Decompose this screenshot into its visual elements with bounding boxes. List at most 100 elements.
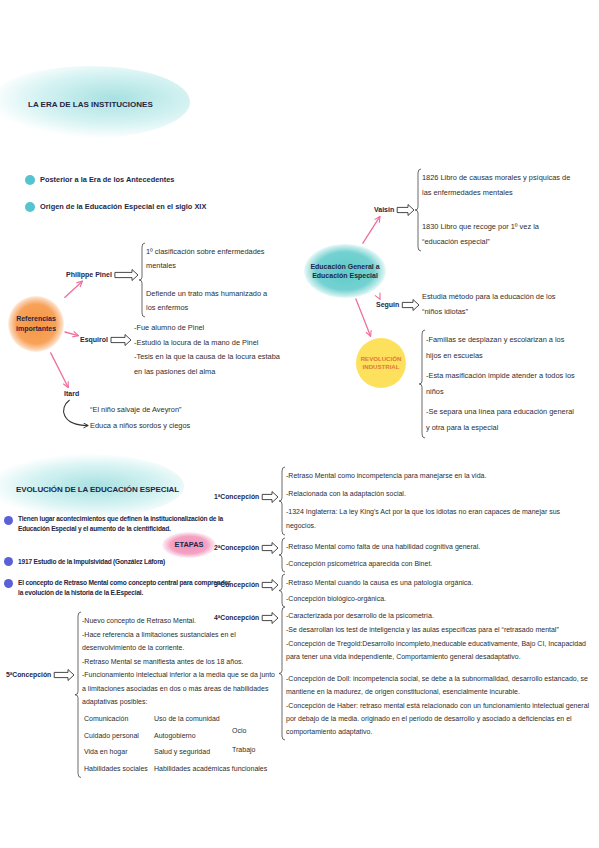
name-node: Seguin — [376, 300, 399, 310]
node-text: -Familias se desplazan y escolarizan a l… — [426, 332, 576, 364]
text-block: -Retraso Mental como incompetencia para … — [286, 469, 568, 533]
node-text: Esquirol — [80, 335, 108, 345]
bullet-text: El concepto de Retraso Mental como conce… — [18, 578, 232, 598]
node-text: -Se separa una línea para educación gene… — [426, 404, 576, 436]
bullet-text: Posterior a la Era de los Antecedentes — [40, 175, 174, 185]
bracket — [415, 169, 421, 251]
bracket — [75, 612, 81, 778]
blob-node: Educación General a Educación Especial — [304, 244, 386, 298]
bracket — [279, 607, 285, 740]
node-text: -1324 Inglaterra: La ley King's Act por … — [286, 505, 568, 533]
node-text: -Retraso Mental cuando la causa es una p… — [286, 576, 586, 590]
bullet-dot — [4, 516, 13, 525]
block-arrow — [262, 543, 278, 554]
bullet-text: Tienen lugar acontecimientos que definen… — [18, 514, 232, 534]
node-text: Vida en hogar — [84, 745, 127, 759]
node-text: -Fue alumno de Pinel — [134, 321, 284, 336]
node-text: -Esta masificación impide atender a todo… — [426, 368, 576, 400]
node-text: Referencias importantes — [12, 314, 60, 334]
text-block: Estudia método para la educación de los … — [422, 290, 562, 319]
text-block: -Retraso Mental cuando la causa es una p… — [286, 576, 586, 605]
node-text: Cuidado personal — [84, 729, 139, 743]
node-text: Ocio — [232, 724, 246, 738]
node-text: -Retraso Mental se manifiesta antes de l… — [82, 655, 278, 669]
block-arrow — [262, 492, 278, 503]
node-text: Estudia método para la educación de los … — [422, 290, 562, 319]
bullet-text: 1917 Estudio de la Impulsividad (Gonzále… — [18, 557, 165, 567]
node-text: -Funcionamiento intelectual inferior a l… — [82, 668, 278, 709]
node-text: -Retraso Mental como falta de una habili… — [286, 540, 586, 554]
node-text: Trabajo — [232, 743, 255, 757]
node-text: 1830 Libro que recoge por 1º vez la “edu… — [422, 220, 574, 249]
block-arrow — [111, 335, 131, 346]
name-node: Vaisin — [374, 205, 394, 215]
bracket — [279, 538, 285, 572]
node-text: -Nuevo concepto de Retraso Mental. — [82, 614, 278, 628]
node-text: -Estudió la locura de la mano de Pinel — [134, 336, 284, 351]
node-text: -Relacionada con la adaptación social. — [286, 487, 568, 501]
bracket — [419, 330, 425, 438]
text-block: “El niño salvaje de Aveyron”Educa a niño… — [90, 403, 220, 433]
bracket — [139, 243, 145, 317]
text-block: -Nuevo concepto de Retraso Mental.-Hace … — [82, 614, 278, 776]
section-heading: EVOLUCIÓN DE LA EDUCACIÓN ESPECIAL — [16, 484, 179, 495]
name-node: 3ªConcepción — [214, 580, 259, 590]
circle-node: REVOLUCIÓN INDUSTRIAL — [356, 338, 406, 388]
node-text: Itard — [64, 389, 79, 399]
node-text: 5ªConcepción — [6, 670, 51, 680]
block-arrow — [115, 270, 138, 281]
node-text: ETAPAS — [175, 540, 204, 550]
node-text: -Concepción biológico-orgánica. — [286, 592, 586, 606]
block-arrow — [54, 670, 74, 681]
diagram-title: LA ERA DE LAS INSTITUCIONES — [28, 100, 153, 109]
blob-node: ETAPAS — [162, 532, 216, 558]
skills-grid: ComunicaciónUso de la comunidadOcioCuida… — [82, 712, 278, 776]
text-block: 1º clasificación sobre enfermedades ment… — [146, 245, 276, 315]
node-text: 1826 Libro de causas morales y psíquicas… — [422, 171, 574, 200]
node-text: 1ªConcepción — [214, 492, 259, 502]
bullet-dot — [4, 557, 13, 566]
curved-arrow — [64, 400, 88, 426]
name-node: Philippe Pinel — [66, 270, 112, 280]
pink-arrow — [356, 299, 371, 336]
node-text: Salud y seguridad — [154, 745, 210, 759]
node-text: -Retraso Mental como incompetencia para … — [286, 469, 568, 483]
text-block: -Familias se desplazan y escolarizan a l… — [426, 332, 576, 436]
node-text: -Concepción de Doll: incompetencia socia… — [286, 672, 594, 698]
node-text: REVOLUCIÓN INDUSTRIAL — [359, 355, 403, 372]
pink-arrow — [379, 298, 380, 299]
node-text: -Tesis en la que la causa de la locura e… — [134, 350, 284, 379]
node-text: Vaisin — [374, 205, 394, 215]
node-text: -Concepción de Tregold:Desarrollo incomp… — [286, 637, 594, 663]
block-arrow — [402, 300, 419, 311]
node-text: Autogobierno — [154, 729, 196, 743]
name-node: 4ªConcepción — [214, 613, 259, 623]
text-block: 1826 Libro de causas morales y psíquicas… — [422, 171, 574, 249]
pink-arrow — [363, 217, 380, 244]
node-text: -Caracterizada por desarrollo de la psic… — [286, 609, 594, 622]
bracket — [279, 574, 285, 607]
node-text: -Concepción de Haber: retraso mental est… — [286, 699, 594, 738]
node-text: Defiende un trato más humanizado a los e… — [146, 287, 276, 315]
bullet-dot — [4, 579, 13, 588]
name-node: Esquirol — [80, 335, 108, 345]
node-text: -Concepción psicométrica aparecida con B… — [286, 557, 586, 571]
block-arrow — [262, 613, 278, 624]
node-text: Educación General a Educación Especial — [308, 262, 382, 281]
node-text: -Hace referencia a limitaciones sustanci… — [82, 628, 278, 655]
node-text: 2ªConcepción — [214, 543, 259, 553]
node-text: 4ªConcepción — [214, 613, 259, 623]
blob-node: Referencias importantes — [8, 296, 64, 352]
node-text: 3ªConcepción — [214, 580, 259, 590]
node-text: Comunicación — [84, 712, 128, 726]
block-arrow — [397, 205, 414, 216]
block-arrow — [262, 580, 278, 591]
name-node: Itard — [64, 389, 79, 399]
node-text: 1º clasificación sobre enfermedades ment… — [146, 245, 276, 273]
node-text: “El niño salvaje de Aveyron” — [90, 403, 220, 417]
pink-arrow — [65, 281, 82, 297]
node-text: Habilidades académicas funcionales — [154, 762, 267, 776]
name-node: 2ªConcepción — [214, 543, 259, 553]
text-block: -Caracterizada por desarrollo de la psic… — [286, 609, 594, 738]
